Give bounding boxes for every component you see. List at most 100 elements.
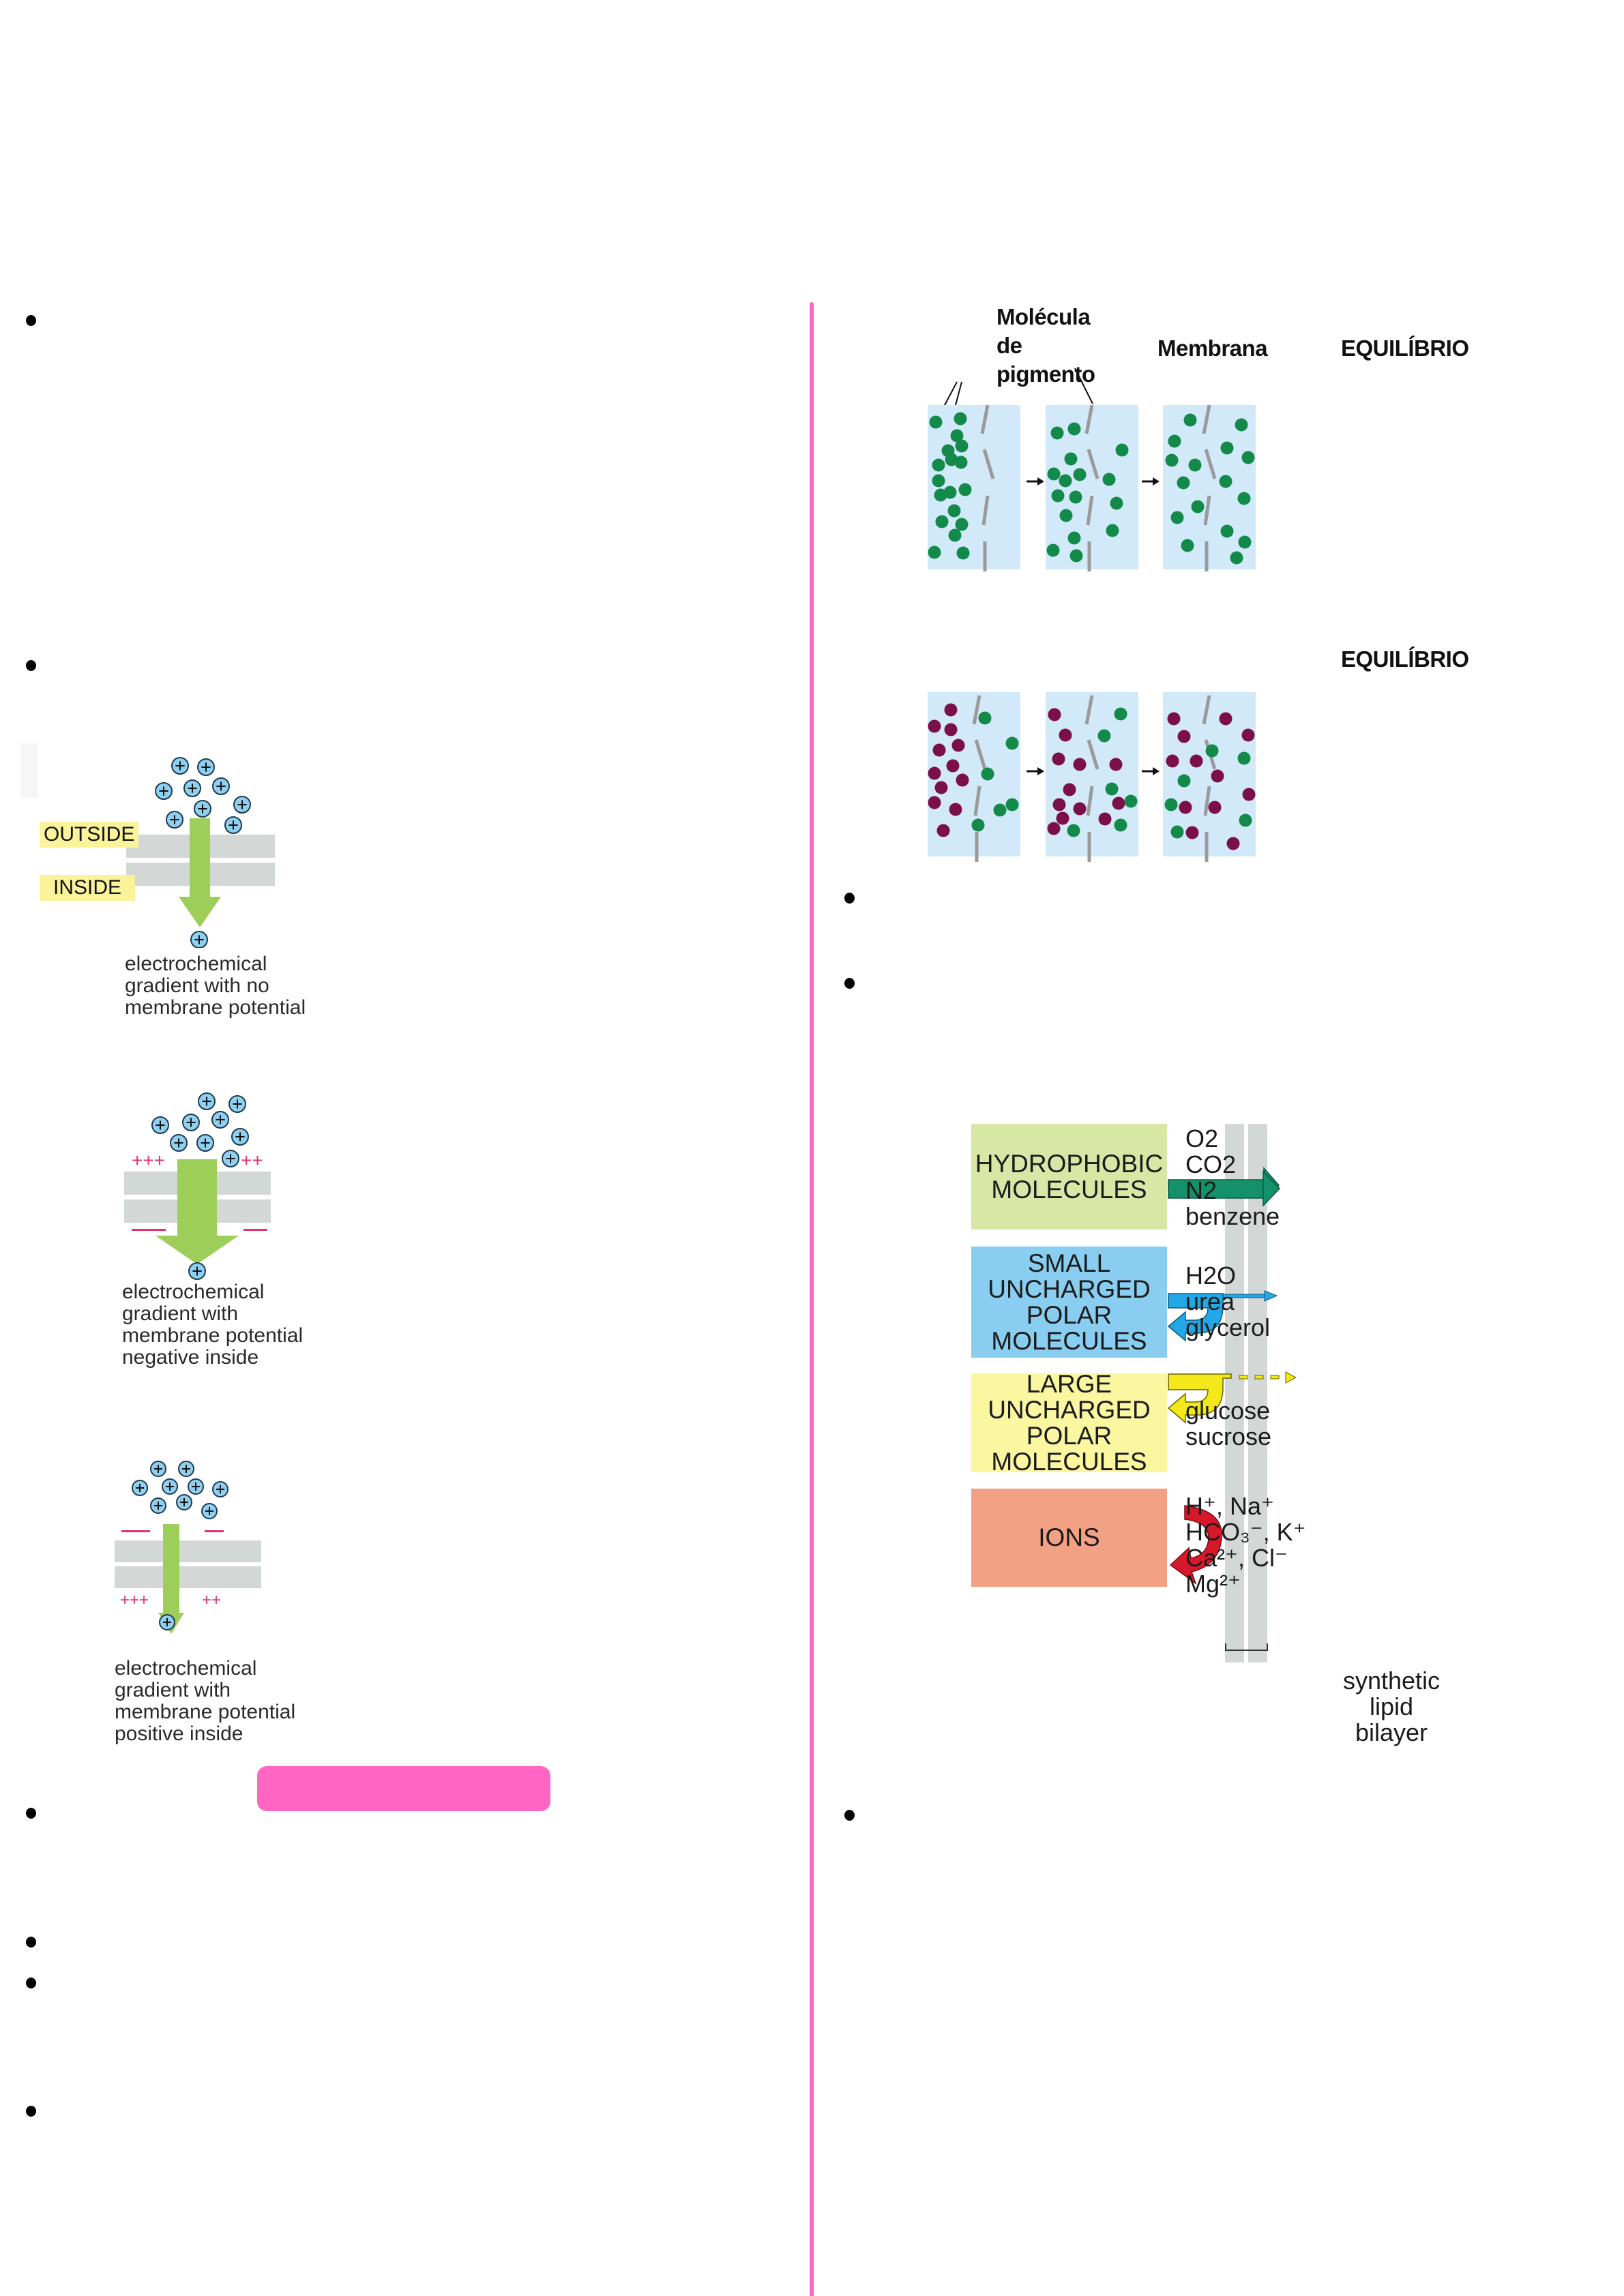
cation-icon xyxy=(211,1111,229,1129)
membrane-segment xyxy=(972,695,981,725)
gradient-arrow-shaft xyxy=(163,1524,179,1613)
cation-icon xyxy=(196,1134,214,1152)
pigment-molecule xyxy=(1237,751,1251,765)
pigment-molecule xyxy=(1112,796,1125,810)
cation-icon xyxy=(228,1095,246,1113)
pigment-molecule xyxy=(949,803,962,816)
pigment-molecule xyxy=(1220,524,1234,538)
pigment-molecule xyxy=(1211,769,1224,783)
pigment-molecule xyxy=(1067,824,1080,837)
cation-icon xyxy=(233,796,251,814)
gradient-arrow-head xyxy=(156,1236,239,1264)
cation-icon xyxy=(212,1481,228,1497)
cation-icon xyxy=(171,757,189,775)
bilayer-leaflet-right xyxy=(1248,1124,1267,1663)
cation-icon xyxy=(224,816,242,834)
pigment-molecule xyxy=(1188,458,1202,472)
pigment-molecule xyxy=(1048,708,1061,721)
membrane-segment xyxy=(974,739,987,770)
pigment-molecule xyxy=(944,723,958,736)
pigment-molecule xyxy=(1183,413,1197,427)
pigment-molecule xyxy=(928,766,941,780)
list-bullet xyxy=(844,978,855,989)
negative-charges-right xyxy=(205,1530,224,1532)
example-item: urea xyxy=(1185,1287,1235,1315)
bilayer-graphic xyxy=(1167,1124,1297,1663)
examples-ions: H⁺, Na⁺ HCO₃⁻, K⁺ Ca²⁺, Cl⁻ Mg²⁺ xyxy=(1185,1493,1306,1597)
membrane-segment xyxy=(982,449,995,479)
pigment-molecule xyxy=(934,488,947,502)
membrane-gradient-graphic: +++ ++ xyxy=(124,1092,271,1280)
pigment-molecule xyxy=(1109,758,1123,771)
pigment-molecule xyxy=(1073,758,1087,771)
membrane-segment xyxy=(1084,695,1094,725)
pigment-molecule xyxy=(1164,798,1178,811)
pigment-molecule xyxy=(1110,496,1123,510)
example-item: glucose xyxy=(1185,1397,1271,1425)
cation-icon xyxy=(132,1480,148,1496)
pigment-molecule xyxy=(1235,418,1248,432)
pigment-molecule xyxy=(1124,794,1138,808)
column-divider xyxy=(810,302,814,2296)
pigment-molecule xyxy=(955,518,969,531)
pigment-molecule xyxy=(1241,728,1255,742)
progress-arrow-head xyxy=(1037,767,1044,775)
pigment-molecule xyxy=(936,824,950,837)
category-ions: IONS xyxy=(971,1489,1167,1587)
molecule-label: Molécula de pigmento xyxy=(996,303,1095,389)
category-hydrophobic: HYDROPHOBIC MOLECULES xyxy=(971,1124,1167,1229)
example-item: HCO₃⁻, K⁺ xyxy=(1185,1518,1306,1546)
gradient-arrow-head xyxy=(179,897,221,927)
pigment-molecule xyxy=(1181,539,1194,552)
equilibrium-label: EQUILÍBRIO xyxy=(1341,336,1469,361)
example-item: H⁺, Na⁺ xyxy=(1185,1492,1275,1520)
inside-label: INSIDE xyxy=(40,875,136,901)
negative-charges-left xyxy=(132,1229,166,1231)
cation-icon xyxy=(162,1478,178,1495)
cation-icon xyxy=(198,1092,216,1110)
cation-icon xyxy=(159,1614,175,1630)
cation-icon xyxy=(190,931,208,948)
membrane-gradient-graphic xyxy=(20,743,275,948)
positive-charges-left: +++ xyxy=(132,1150,165,1171)
pigment-molecule xyxy=(1114,707,1127,721)
pigment-molecule xyxy=(1177,730,1191,743)
pigment-molecule xyxy=(1185,826,1199,839)
membrane-segment xyxy=(980,404,990,434)
bilayer-bracket xyxy=(1225,1643,1268,1651)
pigment-molecule xyxy=(993,803,1007,817)
list-bullet xyxy=(26,1808,36,1819)
pigment-molecule xyxy=(932,458,945,472)
pigment-molecule xyxy=(1073,802,1087,816)
positive-charges-left: +++ xyxy=(120,1591,149,1609)
membrane-segment xyxy=(1203,495,1211,526)
membrane-segment xyxy=(1087,449,1099,479)
pigment-molecule xyxy=(1114,818,1127,832)
membrane-segment xyxy=(1202,404,1211,434)
pigment-molecule xyxy=(1219,712,1232,726)
blocked-large-arrow-icon xyxy=(1167,1371,1297,1424)
equilibrium-label: EQUILÍBRIO xyxy=(1341,646,1469,672)
ion-cluster xyxy=(132,1461,228,1630)
pigment-molecule xyxy=(1097,729,1111,743)
ec-caption-2: electrochemical gradient with membrane p… xyxy=(122,1281,304,1369)
pigment-molecule xyxy=(1051,489,1065,503)
pigment-molecule xyxy=(932,474,945,488)
pigment-molecule xyxy=(981,767,994,781)
cation-icon xyxy=(150,1461,166,1477)
cation-icon xyxy=(194,800,211,818)
category-large-polar: LARGE UNCHARGED POLAR MOLECULES xyxy=(971,1371,1167,1474)
pigment-molecule xyxy=(1047,822,1061,835)
pigment-molecule xyxy=(934,781,948,794)
examples-large-polar: glucose sucrose xyxy=(1185,1398,1271,1450)
diffusion-panels xyxy=(928,368,1256,862)
gradient-arrow-shaft xyxy=(190,818,210,897)
pigment-molecule xyxy=(1239,814,1252,827)
example-item: sucrose xyxy=(1185,1422,1272,1450)
membrane-segment xyxy=(1087,739,1099,770)
pigment-molecule xyxy=(1069,549,1083,563)
diffusion-panel xyxy=(928,405,1020,569)
pigment-molecule xyxy=(1170,825,1184,839)
pigment-molecule xyxy=(932,743,946,757)
cation-icon xyxy=(155,782,173,800)
